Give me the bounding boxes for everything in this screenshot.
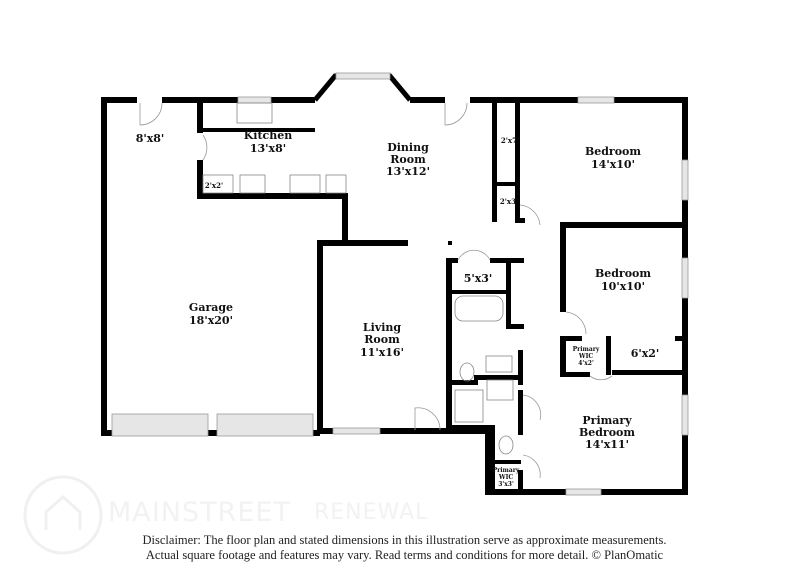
living-name1: Living bbox=[363, 321, 401, 334]
primary-wic1-name2: WIC bbox=[578, 353, 594, 360]
bath-closet-dim: 5'x3' bbox=[464, 272, 493, 285]
closet3-dim: 6'x2' bbox=[631, 347, 660, 360]
fixtures bbox=[202, 102, 514, 455]
garage-door-left bbox=[111, 413, 209, 437]
doors bbox=[139, 102, 613, 479]
sink bbox=[486, 379, 514, 401]
stove bbox=[239, 174, 266, 194]
logo-icon bbox=[23, 475, 103, 555]
garage-door-right bbox=[216, 413, 314, 437]
dining-name1: Dining bbox=[387, 141, 429, 154]
disclaimer-line1: Disclaimer: The floor plan and stated di… bbox=[142, 533, 667, 547]
windows bbox=[111, 72, 689, 496]
primary-wic1-dim: 4'x2' bbox=[578, 360, 594, 367]
closet1-dim: 2'x7' bbox=[501, 136, 519, 145]
dining-name2: Room bbox=[390, 153, 426, 166]
dining-dim: 13'x12' bbox=[386, 165, 430, 178]
sink bbox=[485, 355, 513, 373]
bedroom2-name: Bedroom bbox=[595, 267, 651, 280]
bathtub bbox=[454, 295, 504, 322]
disclaimer-line2: Actual square footage and features may v… bbox=[145, 548, 664, 562]
logo-watermark: MAINSTREET bbox=[108, 497, 291, 528]
shower bbox=[454, 389, 484, 423]
closet2-dim: 2'x3' bbox=[500, 197, 518, 206]
toilet bbox=[459, 362, 475, 382]
primary-wic2-name2: WIC bbox=[498, 474, 514, 481]
primary-bedroom-name2: Bedroom bbox=[579, 426, 635, 439]
living-name2: Room bbox=[364, 333, 400, 346]
bedroom1-name: Bedroom bbox=[585, 145, 641, 158]
primary-wic1-name1: Primary bbox=[573, 346, 600, 353]
bedroom1-dim: 14'x10' bbox=[591, 158, 635, 171]
primary-bedroom-name1: Primary bbox=[582, 414, 632, 427]
room-labels: 8'x8' Kitchen 13'x8' 2'x2' Dining Room 1… bbox=[136, 129, 660, 488]
kitchen-dim: 13'x8' bbox=[250, 142, 286, 155]
living-dim: 11'x16' bbox=[360, 346, 404, 359]
fridge bbox=[289, 174, 321, 194]
primary-wic2-dim: 3'x3' bbox=[498, 481, 514, 488]
garage-name: Garage bbox=[189, 301, 233, 314]
primary-bedroom-dim: 14'x11' bbox=[585, 438, 629, 451]
foyer-dim: 8'x8' bbox=[136, 132, 165, 145]
kitchen-name: Kitchen bbox=[244, 129, 293, 142]
pantry-dim: 2'x2' bbox=[205, 181, 223, 190]
toilet bbox=[498, 435, 514, 455]
bedroom2-dim: 10'x10' bbox=[601, 280, 645, 293]
garage-dim: 18'x20' bbox=[189, 314, 233, 327]
primary-wic2-name1: Primary bbox=[493, 467, 520, 474]
logo-watermark-sub: RENEWAL bbox=[314, 500, 429, 525]
kitchen-sink bbox=[236, 102, 273, 124]
